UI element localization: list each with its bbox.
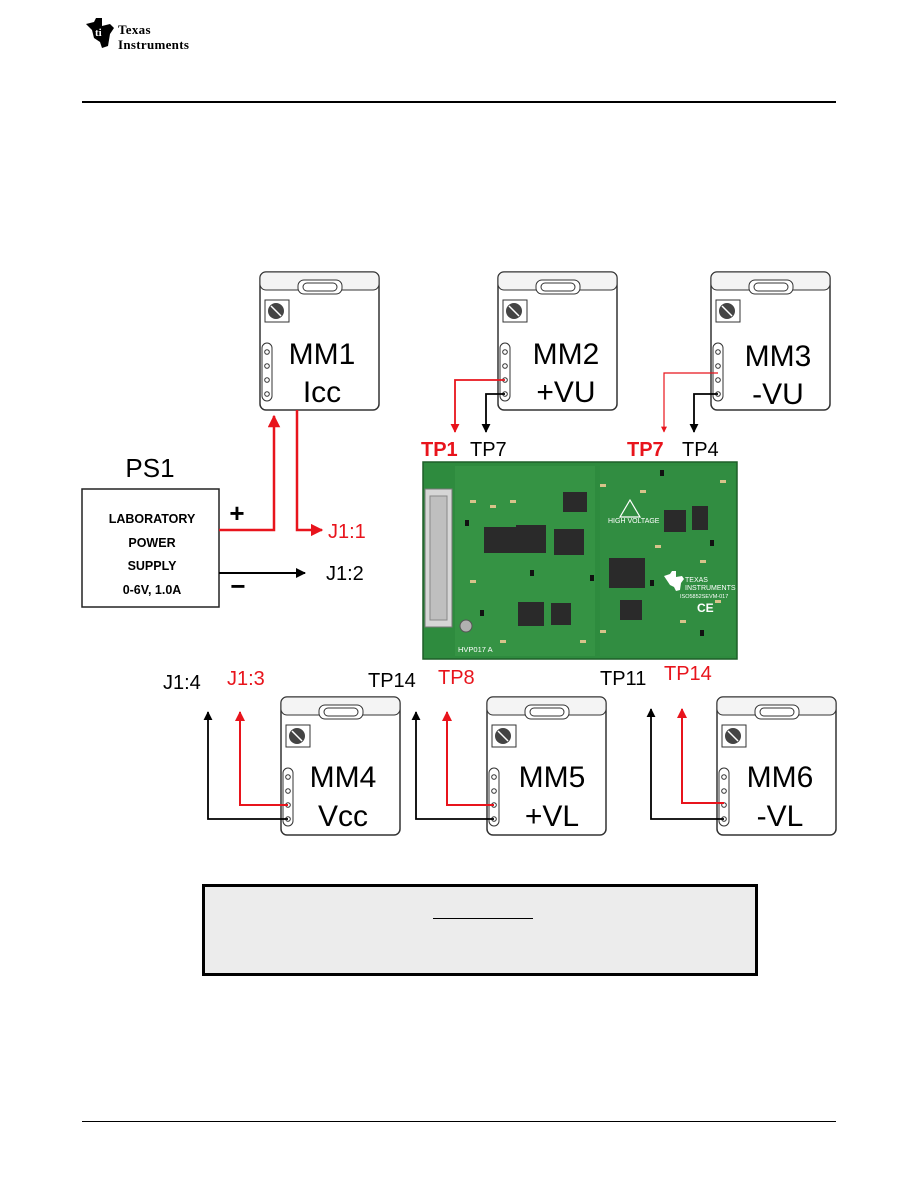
warning-title-underline xyxy=(433,918,533,919)
chip xyxy=(484,527,516,553)
wire-mm6-to-tp14 xyxy=(677,708,724,804)
chip xyxy=(664,510,686,532)
meter-name: MM3 xyxy=(745,340,812,373)
ti-logo-icon: ti xyxy=(86,18,114,48)
ps-line: LABORATORY xyxy=(109,512,196,526)
label-tp11: TP11 xyxy=(600,668,646,690)
logo-text-line1: Texas xyxy=(118,22,151,37)
label-tp7-red: TP7 xyxy=(627,439,664,461)
power-supply-ps1: PS1 LABORATORY POWER SUPPLY 0-6V, 1.0A +… xyxy=(81,453,246,608)
wire-mm6-to-tp11 xyxy=(646,708,724,820)
meter-sub: +VU xyxy=(536,376,595,409)
wire-mm3-to-tp4 xyxy=(689,393,718,433)
board-brand-line2: INSTRUMENTS xyxy=(685,585,736,592)
meter-mm3: MM3 -VU xyxy=(710,271,831,411)
wire-mm4-to-j1-3 xyxy=(235,711,288,806)
mounting-hole xyxy=(459,619,473,633)
meter-sub: -VL xyxy=(757,800,804,833)
ps-line: SUPPLY xyxy=(128,559,178,573)
warning-icon xyxy=(618,498,642,518)
chip xyxy=(518,602,544,626)
meter-name: MM2 xyxy=(533,338,600,371)
meter-name: MM6 xyxy=(747,761,814,794)
chip xyxy=(620,600,642,620)
label-tp14-red: TP14 xyxy=(664,663,712,685)
board-brand-line1: TEXAS xyxy=(685,577,708,584)
meter-mm1: MM1 Icc xyxy=(259,271,380,411)
ti-logo: ti Texas Instruments xyxy=(84,16,234,56)
chip xyxy=(563,492,587,512)
meter-sub: Icc xyxy=(303,376,341,409)
chip xyxy=(609,558,645,588)
header-rule xyxy=(82,101,836,103)
ps-title: PS1 xyxy=(125,453,174,483)
label-j1-3: J1:3 xyxy=(227,668,265,690)
wire-mm1-to-j1-1 xyxy=(295,410,324,537)
meter-mm6: MM6 -VL xyxy=(716,696,837,836)
footer-rule xyxy=(82,1121,836,1122)
label-tp8: TP8 xyxy=(438,667,475,689)
board-part-number: ISO5852SEVM-017 xyxy=(680,594,728,600)
wire-mm2-to-tp7 xyxy=(481,393,505,433)
wire-mm4-to-j1-4 xyxy=(203,711,288,820)
meter-sub: Vcc xyxy=(318,800,368,833)
meter-sub: -VU xyxy=(752,378,804,411)
label-j1-1: J1:1 xyxy=(328,521,366,543)
wire-mm5-to-tp14 xyxy=(411,711,494,820)
chip xyxy=(516,525,546,553)
ps-line: POWER xyxy=(128,536,175,550)
chip xyxy=(554,529,584,555)
label-tp7-top: TP7 xyxy=(470,439,507,461)
wire-mm5-to-tp8 xyxy=(442,711,494,806)
label-tp14-black: TP14 xyxy=(368,670,416,692)
wire-mm2-to-tp1 xyxy=(450,379,505,433)
wire-mm3-to-tp7 xyxy=(661,372,718,433)
chip xyxy=(692,506,708,530)
meter-name: MM4 xyxy=(310,761,377,794)
meter-sub: +VL xyxy=(525,800,579,833)
logo-text-line2: Instruments xyxy=(118,37,190,52)
label-j1-4: J1:4 xyxy=(163,672,201,694)
meter-name: MM1 xyxy=(289,338,356,371)
board-high-voltage: HIGH VOLTAGE xyxy=(608,518,660,525)
label-tp4: TP4 xyxy=(682,439,719,461)
board-ce-mark: CE xyxy=(697,601,714,615)
svg-text:ti: ti xyxy=(95,27,102,39)
meter-mm2: MM2 +VU xyxy=(497,271,618,411)
label-tp1: TP1 xyxy=(421,439,458,461)
meter-mm5: MM5 +VL xyxy=(486,696,607,836)
evm-board: HIGH VOLTAGE TEXAS INSTRUMENTS ISO5852SE… xyxy=(422,461,738,660)
warning-box xyxy=(202,884,758,976)
wire-ps-to-mm1 xyxy=(219,414,281,532)
board-ti-logo-icon xyxy=(664,571,684,591)
meter-name: MM5 xyxy=(519,761,586,794)
label-j1-2: J1:2 xyxy=(326,563,364,585)
ps-plus: + xyxy=(229,498,244,528)
ps-line: 0-6V, 1.0A xyxy=(123,583,182,597)
ps-minus: − xyxy=(230,571,245,601)
board-code: HVP017 A xyxy=(458,645,493,654)
chip xyxy=(551,603,571,625)
meter-mm4: MM4 Vcc xyxy=(280,696,401,836)
